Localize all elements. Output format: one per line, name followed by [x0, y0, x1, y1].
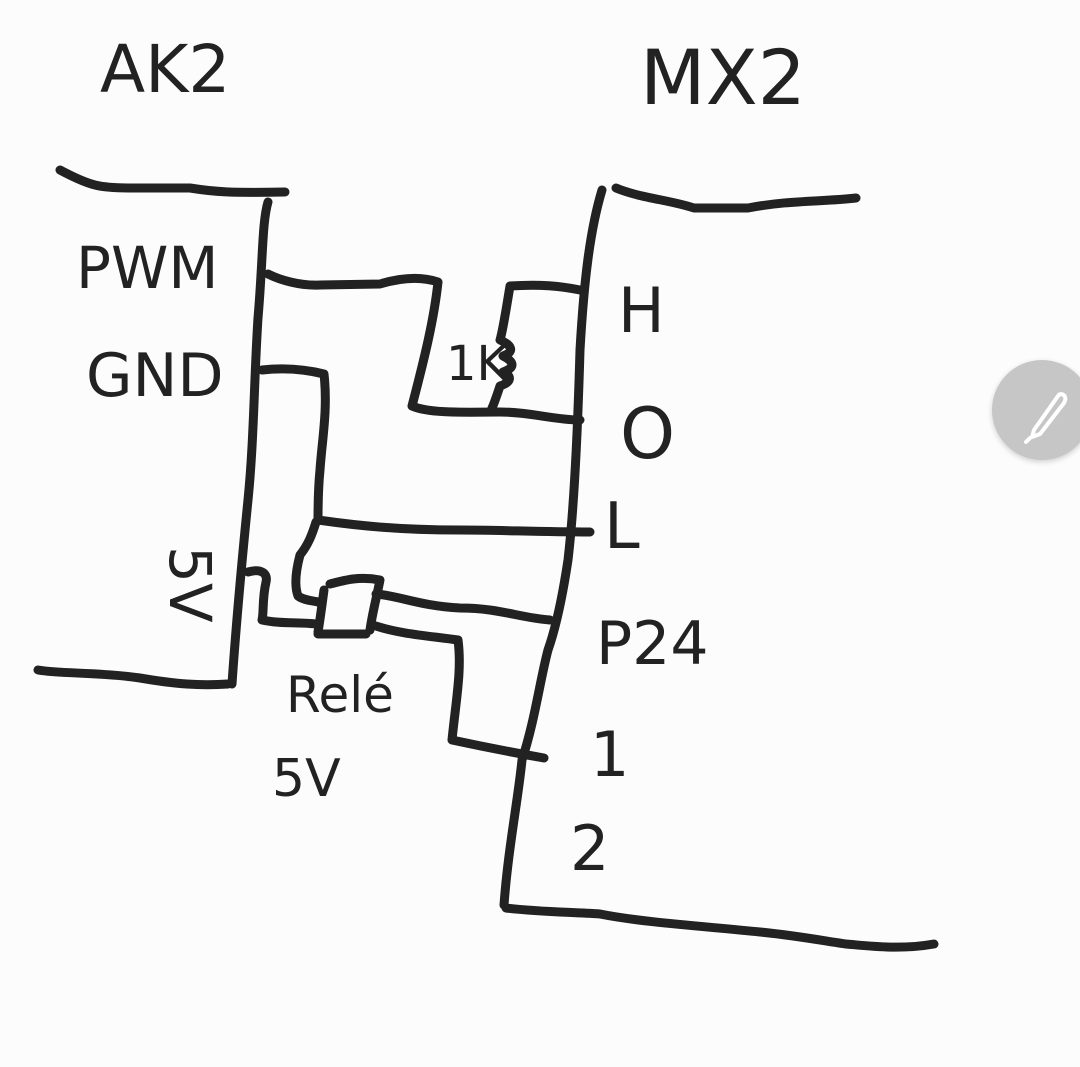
pin-5v-label: 5V [156, 546, 224, 623]
pin-l-label: L [604, 490, 640, 564]
left-block-outline [33, 165, 290, 690]
wire-gnd [257, 364, 595, 537]
pencil-icon [1024, 392, 1068, 444]
pin-h-label: H [618, 274, 665, 347]
edit-button[interactable] [992, 360, 1080, 460]
wire-5v [243, 566, 321, 629]
right-block-outline [499, 183, 939, 952]
right-block-title: MX2 [640, 33, 806, 122]
resistor-symbol [487, 280, 585, 413]
relay-label: Relé [286, 666, 394, 724]
pin-2-label: 2 [570, 812, 609, 885]
pin-o-label: O [620, 393, 675, 475]
left-block-title: AK2 [100, 31, 230, 108]
pin-p24-label: P24 [596, 609, 709, 679]
resistor-label: 1K [446, 336, 510, 392]
pin-gnd-label: GND [86, 341, 224, 411]
pin-pwm-label: PWM [76, 234, 218, 302]
pin-1-label: 1 [590, 718, 629, 791]
wire-pwm [263, 269, 585, 425]
relay-symbol [291, 517, 555, 763]
relay-voltage-label: 5V [272, 749, 341, 809]
